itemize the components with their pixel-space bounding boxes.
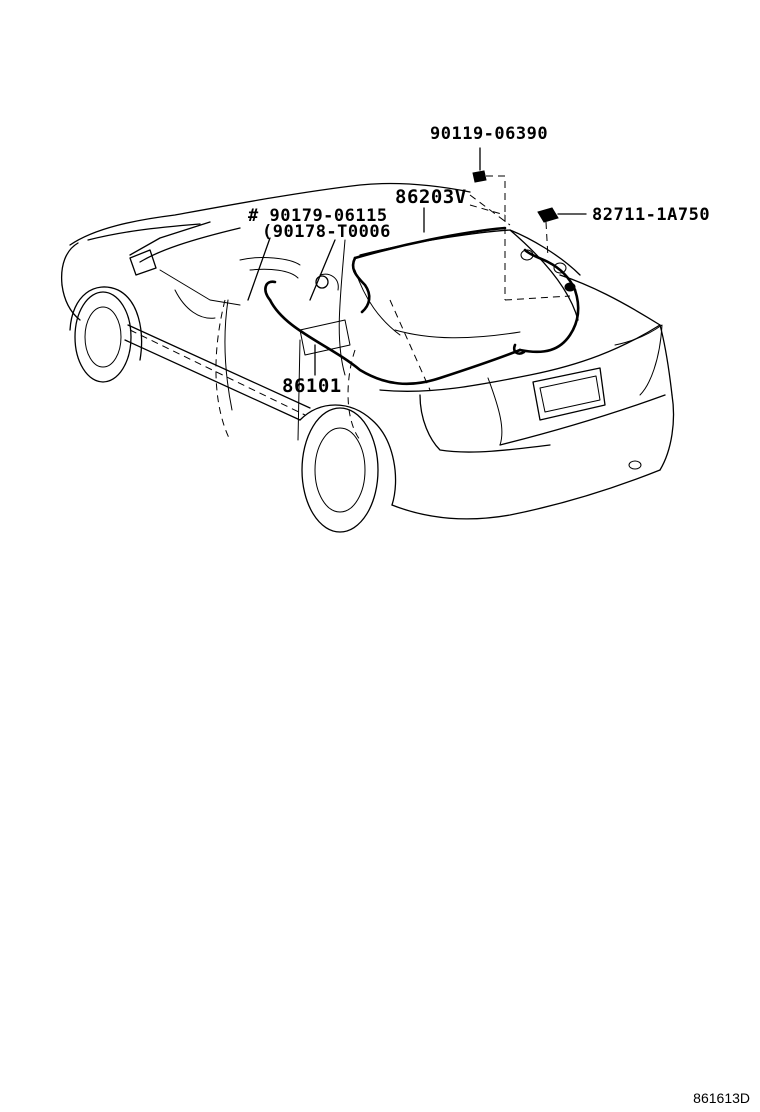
connector-part xyxy=(537,207,587,259)
label-antenna: 86101 xyxy=(282,375,342,397)
antenna-wire xyxy=(264,226,580,386)
side-mirror xyxy=(129,249,157,276)
diagram-id: 861613D xyxy=(693,1090,750,1106)
license-plate-recess xyxy=(532,367,606,421)
clip-part xyxy=(247,237,336,376)
bolt-part xyxy=(472,147,506,215)
label-clip-marked-row: # 90179-06115 xyxy=(248,206,388,226)
paren-mark: ( xyxy=(262,222,273,242)
rear-wheel xyxy=(301,407,379,533)
hash-mark: # xyxy=(248,206,259,226)
front-wheel xyxy=(74,291,132,383)
label-wire-main: 86203V xyxy=(395,186,467,208)
leader-86101 xyxy=(338,239,346,376)
label-bolt: 90119-06390 xyxy=(430,124,549,144)
label-clip-alt-row: (90178-T0006 xyxy=(262,222,391,242)
label-clip-marked: 90179-06115 xyxy=(269,206,388,226)
label-connector: 82711-1A750 xyxy=(592,205,711,225)
label-clip-alt: 90178-T0006 xyxy=(272,222,391,242)
